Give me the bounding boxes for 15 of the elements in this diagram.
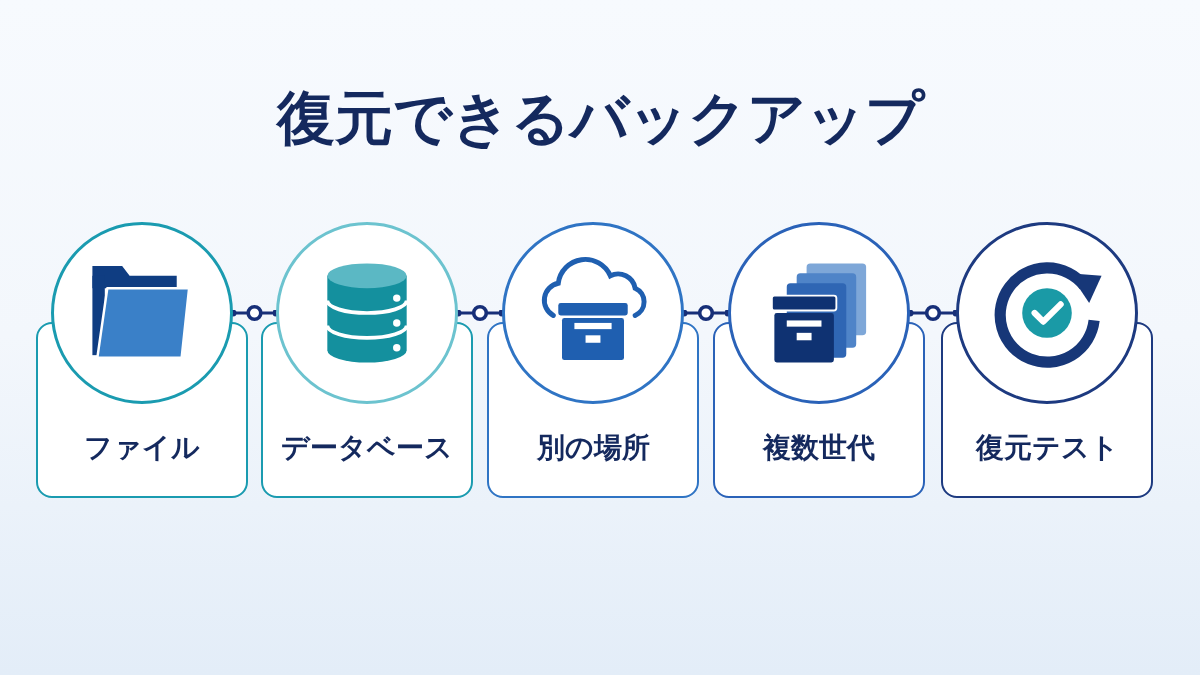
step-card [261,222,473,498]
step-card [941,222,1153,498]
step-label: 別の場所 [535,430,651,465]
step-card [487,222,699,498]
connector-line [233,305,276,321]
connector-line [458,305,502,321]
step-card [36,222,248,498]
connector-line [684,305,728,321]
connector-line [910,305,956,321]
step-label: ファイル [83,430,201,465]
step-label: 複数世代 [761,430,876,465]
step-label: 復元テスト [974,430,1120,465]
title: 復元できるバックアップ [275,83,927,154]
step-label: データベース [280,430,454,465]
step-card [713,222,925,498]
